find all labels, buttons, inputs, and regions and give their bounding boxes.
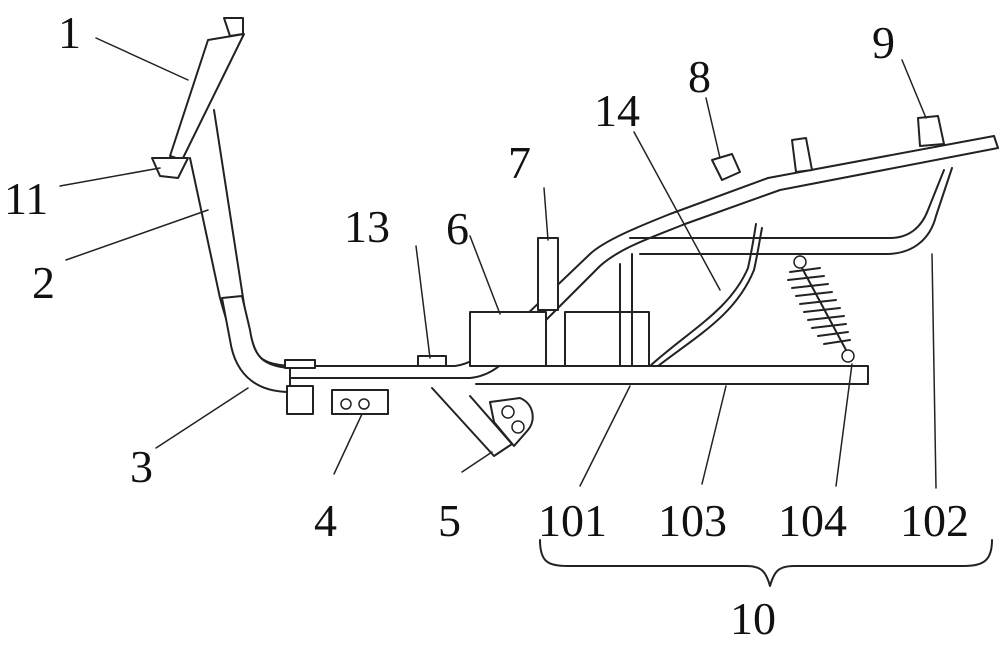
leader-lines	[59, 37, 937, 489]
group-brace	[539, 539, 993, 587]
label-103: 103	[658, 495, 727, 546]
head-tube	[151, 17, 245, 179]
label-10: 10	[730, 593, 776, 644]
label-8: 8	[688, 51, 711, 102]
label-7: 7	[508, 137, 531, 188]
label-101: 101	[538, 495, 607, 546]
center-box	[469, 237, 650, 367]
label-1: 1	[58, 7, 81, 58]
cable	[649, 223, 763, 367]
label-13: 13	[344, 201, 390, 252]
label-2: 2	[32, 257, 55, 308]
angled-bracket	[431, 387, 534, 457]
label-9: 9	[872, 17, 895, 68]
rail-mounts	[284, 355, 447, 369]
label-6: 6	[446, 203, 469, 254]
label-102: 102	[900, 495, 969, 546]
lower-bend-guard	[221, 295, 314, 415]
shock-absorber	[787, 255, 855, 363]
label-5: 5	[438, 495, 461, 546]
label-104: 104	[778, 495, 847, 546]
label-11: 11	[4, 173, 48, 224]
rear-mounts	[711, 115, 945, 181]
label-14: 14	[594, 85, 640, 136]
label-3: 3	[130, 441, 153, 492]
engine-mount-bracket	[331, 389, 389, 415]
rear-arm-assembly	[475, 167, 953, 385]
label-4: 4	[314, 495, 337, 546]
